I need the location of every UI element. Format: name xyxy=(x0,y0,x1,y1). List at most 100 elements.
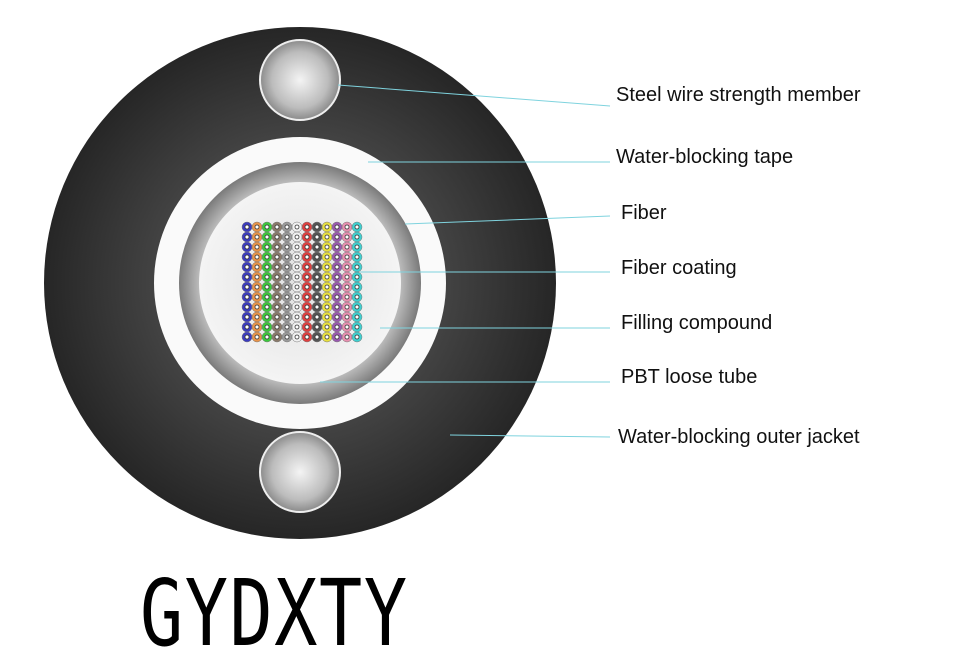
fiber-core xyxy=(334,224,340,230)
fiber-core xyxy=(294,314,300,320)
fiber-core xyxy=(324,254,330,260)
fiber-core xyxy=(334,334,340,340)
leader-line xyxy=(404,215,611,225)
fiber-core xyxy=(294,264,300,270)
fiber-core xyxy=(334,304,340,310)
fiber-core xyxy=(294,294,300,300)
fiber-core xyxy=(254,284,260,290)
fiber-core xyxy=(354,304,360,310)
fiber-core xyxy=(264,304,270,310)
fiber-core xyxy=(264,264,270,270)
fiber-core xyxy=(314,224,320,230)
fiber-core xyxy=(314,244,320,250)
fiber-core xyxy=(294,254,300,260)
fiber-core xyxy=(324,324,330,330)
fiber-core xyxy=(264,284,270,290)
fiber-core xyxy=(264,294,270,300)
model-title: GYDXTY xyxy=(140,560,409,667)
fiber-core xyxy=(254,234,260,240)
fiber-core xyxy=(294,284,300,290)
fiber-core xyxy=(304,284,310,290)
fiber-core xyxy=(324,274,330,280)
fiber-core xyxy=(264,314,270,320)
fiber-core xyxy=(324,294,330,300)
fiber-core xyxy=(254,224,260,230)
fiber-core xyxy=(274,264,280,270)
fiber-core xyxy=(314,274,320,280)
label-steel-wire: Steel wire strength member xyxy=(616,84,861,106)
fiber-core xyxy=(304,224,310,230)
fiber-core xyxy=(294,244,300,250)
fiber-core xyxy=(304,234,310,240)
label-fiber-coating: Fiber coating xyxy=(621,257,737,279)
fiber-core xyxy=(244,274,250,280)
fiber-core xyxy=(314,284,320,290)
fiber-core xyxy=(294,304,300,310)
fiber-core xyxy=(344,324,350,330)
fiber-core xyxy=(344,334,350,340)
label-water-blocking-tape: Water-blocking tape xyxy=(616,146,794,168)
fiber-bundle xyxy=(241,221,363,343)
fiber-core xyxy=(304,264,310,270)
fiber-core xyxy=(354,314,360,320)
steel-wire-top xyxy=(259,39,341,121)
fiber-core xyxy=(314,254,320,260)
fiber-core xyxy=(314,324,320,330)
fiber-core xyxy=(344,244,350,250)
fiber-core xyxy=(254,294,260,300)
fiber-core xyxy=(264,274,270,280)
fiber-core xyxy=(354,254,360,260)
fiber-core xyxy=(344,314,350,320)
label-outer-jacket: Water-blocking outer jacket xyxy=(618,426,860,448)
fiber-core xyxy=(284,304,290,310)
fiber-core xyxy=(344,224,350,230)
fiber-core xyxy=(314,294,320,300)
fiber-core xyxy=(334,324,340,330)
label-fiber: Fiber xyxy=(621,202,667,224)
fiber-core xyxy=(304,254,310,260)
fiber-core xyxy=(354,264,360,270)
fiber-core xyxy=(244,264,250,270)
steel-wire-bottom xyxy=(259,431,341,513)
fiber-core xyxy=(304,274,310,280)
fiber-core xyxy=(284,234,290,240)
fiber-core xyxy=(264,254,270,260)
fiber-core xyxy=(254,334,260,340)
fiber-core xyxy=(264,224,270,230)
fiber-core xyxy=(284,294,290,300)
fiber-core xyxy=(244,284,250,290)
fiber-core xyxy=(344,254,350,260)
fiber-core xyxy=(244,314,250,320)
fiber-core xyxy=(314,234,320,240)
fiber-core xyxy=(344,304,350,310)
fiber-core xyxy=(244,324,250,330)
fiber-core xyxy=(354,284,360,290)
leader-lines xyxy=(320,84,611,438)
fiber-core xyxy=(294,334,300,340)
fiber-core xyxy=(344,274,350,280)
fiber-core xyxy=(254,264,260,270)
fiber-core xyxy=(254,304,260,310)
fiber-core xyxy=(324,264,330,270)
fiber-core xyxy=(244,334,250,340)
fiber-core xyxy=(284,324,290,330)
fiber-core xyxy=(314,304,320,310)
fiber-core xyxy=(284,314,290,320)
fiber-core xyxy=(324,314,330,320)
fiber-core xyxy=(294,224,300,230)
fiber-core xyxy=(354,244,360,250)
fiber-core xyxy=(324,224,330,230)
fiber-core xyxy=(354,334,360,340)
fiber-core xyxy=(254,274,260,280)
fiber-core xyxy=(344,234,350,240)
fiber-core xyxy=(254,254,260,260)
fiber-core xyxy=(294,324,300,330)
fiber-core xyxy=(304,304,310,310)
fiber-core xyxy=(334,264,340,270)
fiber-core xyxy=(324,334,330,340)
fiber-core xyxy=(284,284,290,290)
fiber-core xyxy=(274,224,280,230)
fiber-core xyxy=(274,294,280,300)
fiber-core xyxy=(244,244,250,250)
